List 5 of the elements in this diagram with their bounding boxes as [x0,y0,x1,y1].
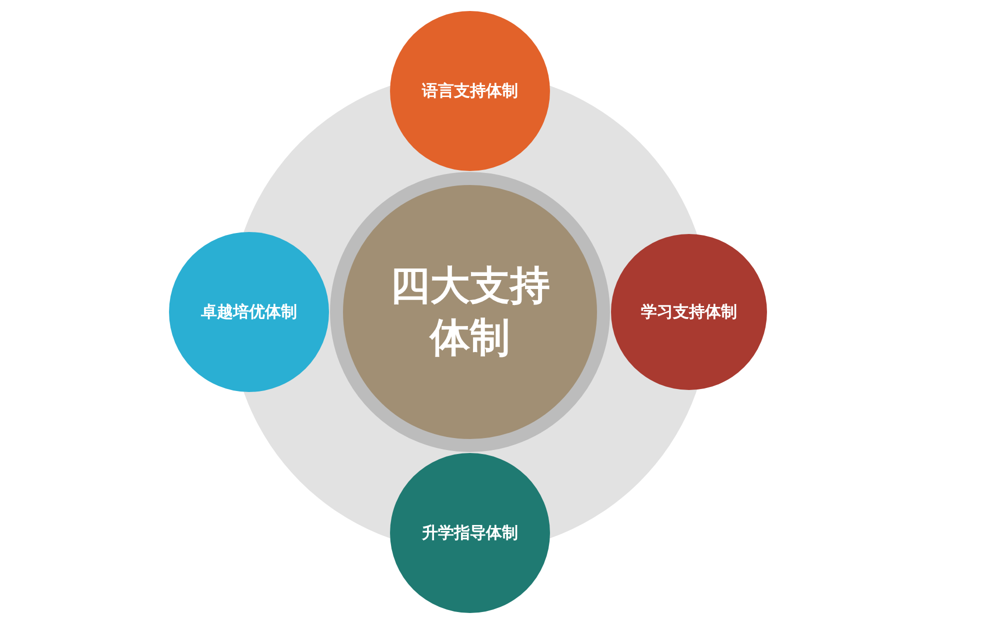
circle-label: 四大支持体制 [389,262,551,363]
circle-label: 学习支持体制 [640,302,738,322]
circle-label: 卓越培优体制 [200,302,298,322]
circle-label: 升学指导体制 [421,522,519,544]
circle-label: 语言支持体制 [420,80,519,102]
